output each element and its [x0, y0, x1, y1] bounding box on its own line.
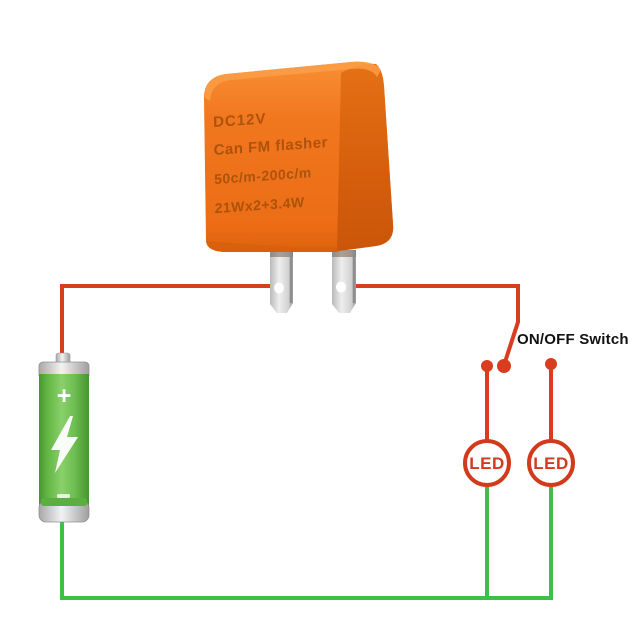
switch-contacts: [481, 358, 557, 373]
switch-contact-dot-left: [481, 360, 493, 372]
relay-bottom-shade: [206, 240, 338, 252]
terminal-right-hole: [336, 281, 346, 293]
terminal-left-hole: [274, 282, 284, 294]
terminal-left-shadow: [270, 250, 293, 257]
led-2-label: LED: [533, 454, 569, 473]
terminal-left: [270, 250, 293, 313]
wire-battery-to-leds: [60, 485, 553, 600]
flasher-relay-body: [203, 61, 394, 253]
ground-wire-group: [60, 485, 553, 600]
terminal-right: [332, 250, 356, 313]
terminal-right-shadow: [332, 250, 356, 257]
led-1: LED: [463, 439, 511, 487]
relay-side-face: [337, 63, 394, 251]
switch-annotation: ON/OFF Switch: [517, 331, 629, 348]
relay-terminals: [270, 250, 356, 313]
switch-contact-dot-right: [545, 358, 557, 370]
led-1-circle: [463, 439, 511, 487]
relay-top-sheen: [204, 61, 381, 101]
battery-bottom-green-band: [41, 498, 87, 506]
battery-plus-symbol: +: [57, 382, 72, 410]
battery-brand-mark: [57, 494, 70, 498]
wire-battery-to-relay: [60, 284, 277, 358]
led-1-label: LED: [469, 454, 505, 473]
led-2: LED: [527, 439, 575, 487]
positive-wire-group: [60, 284, 553, 442]
switch-lever-dot: [497, 359, 511, 373]
battery: +: [38, 352, 90, 523]
led-2-circle: [527, 439, 575, 487]
wire-relay-to-switch: [343, 284, 520, 363]
lightning-bolt-icon: [51, 416, 78, 473]
